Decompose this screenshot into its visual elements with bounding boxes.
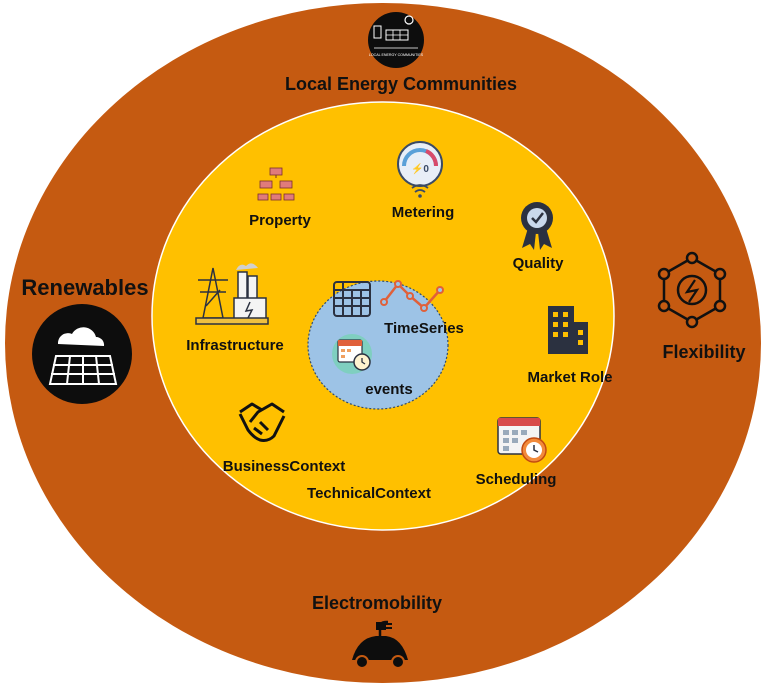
label-metering: Metering xyxy=(392,204,455,221)
label-events: events xyxy=(365,381,413,398)
label-infrastructure: Infrastructure xyxy=(186,337,284,354)
schedule-calendar-icon xyxy=(497,417,547,463)
label-technical-context: TechnicalContext xyxy=(307,485,431,502)
label-flexibility: Flexibility xyxy=(662,342,745,362)
label-property: Property xyxy=(249,212,311,229)
event-calendar-icon xyxy=(332,334,372,374)
ev-car-icon xyxy=(352,620,408,669)
label-timeseries: TimeSeries xyxy=(384,320,464,337)
quality-badge-icon xyxy=(521,202,553,250)
power-plant-icon xyxy=(195,263,269,325)
meter-gauge-icon: ⚡0 xyxy=(397,141,443,198)
line-chart-icon xyxy=(380,280,444,312)
label-local-energy-communities: Local Energy Communities xyxy=(285,74,517,94)
label-market-role: Market Role xyxy=(527,369,612,386)
svg-text:⚡0: ⚡0 xyxy=(411,162,429,175)
building-icon xyxy=(548,306,588,354)
label-electromobility: Electromobility xyxy=(312,593,442,613)
handshake-icon xyxy=(238,402,286,442)
network-icon xyxy=(257,167,295,201)
flexibility-icon xyxy=(657,251,727,329)
label-renewables: Renewables xyxy=(21,275,148,300)
label-business-context: BusinessContext xyxy=(223,458,346,475)
grid-table-icon xyxy=(333,281,371,317)
solar-panel-icon xyxy=(32,304,132,404)
lec-badge-text: LOCAL ENERGY COMMUNITIES xyxy=(369,53,424,57)
community-icon: LOCAL ENERGY COMMUNITIES xyxy=(368,12,424,68)
label-quality: Quality xyxy=(513,255,565,272)
label-scheduling: Scheduling xyxy=(476,471,557,488)
